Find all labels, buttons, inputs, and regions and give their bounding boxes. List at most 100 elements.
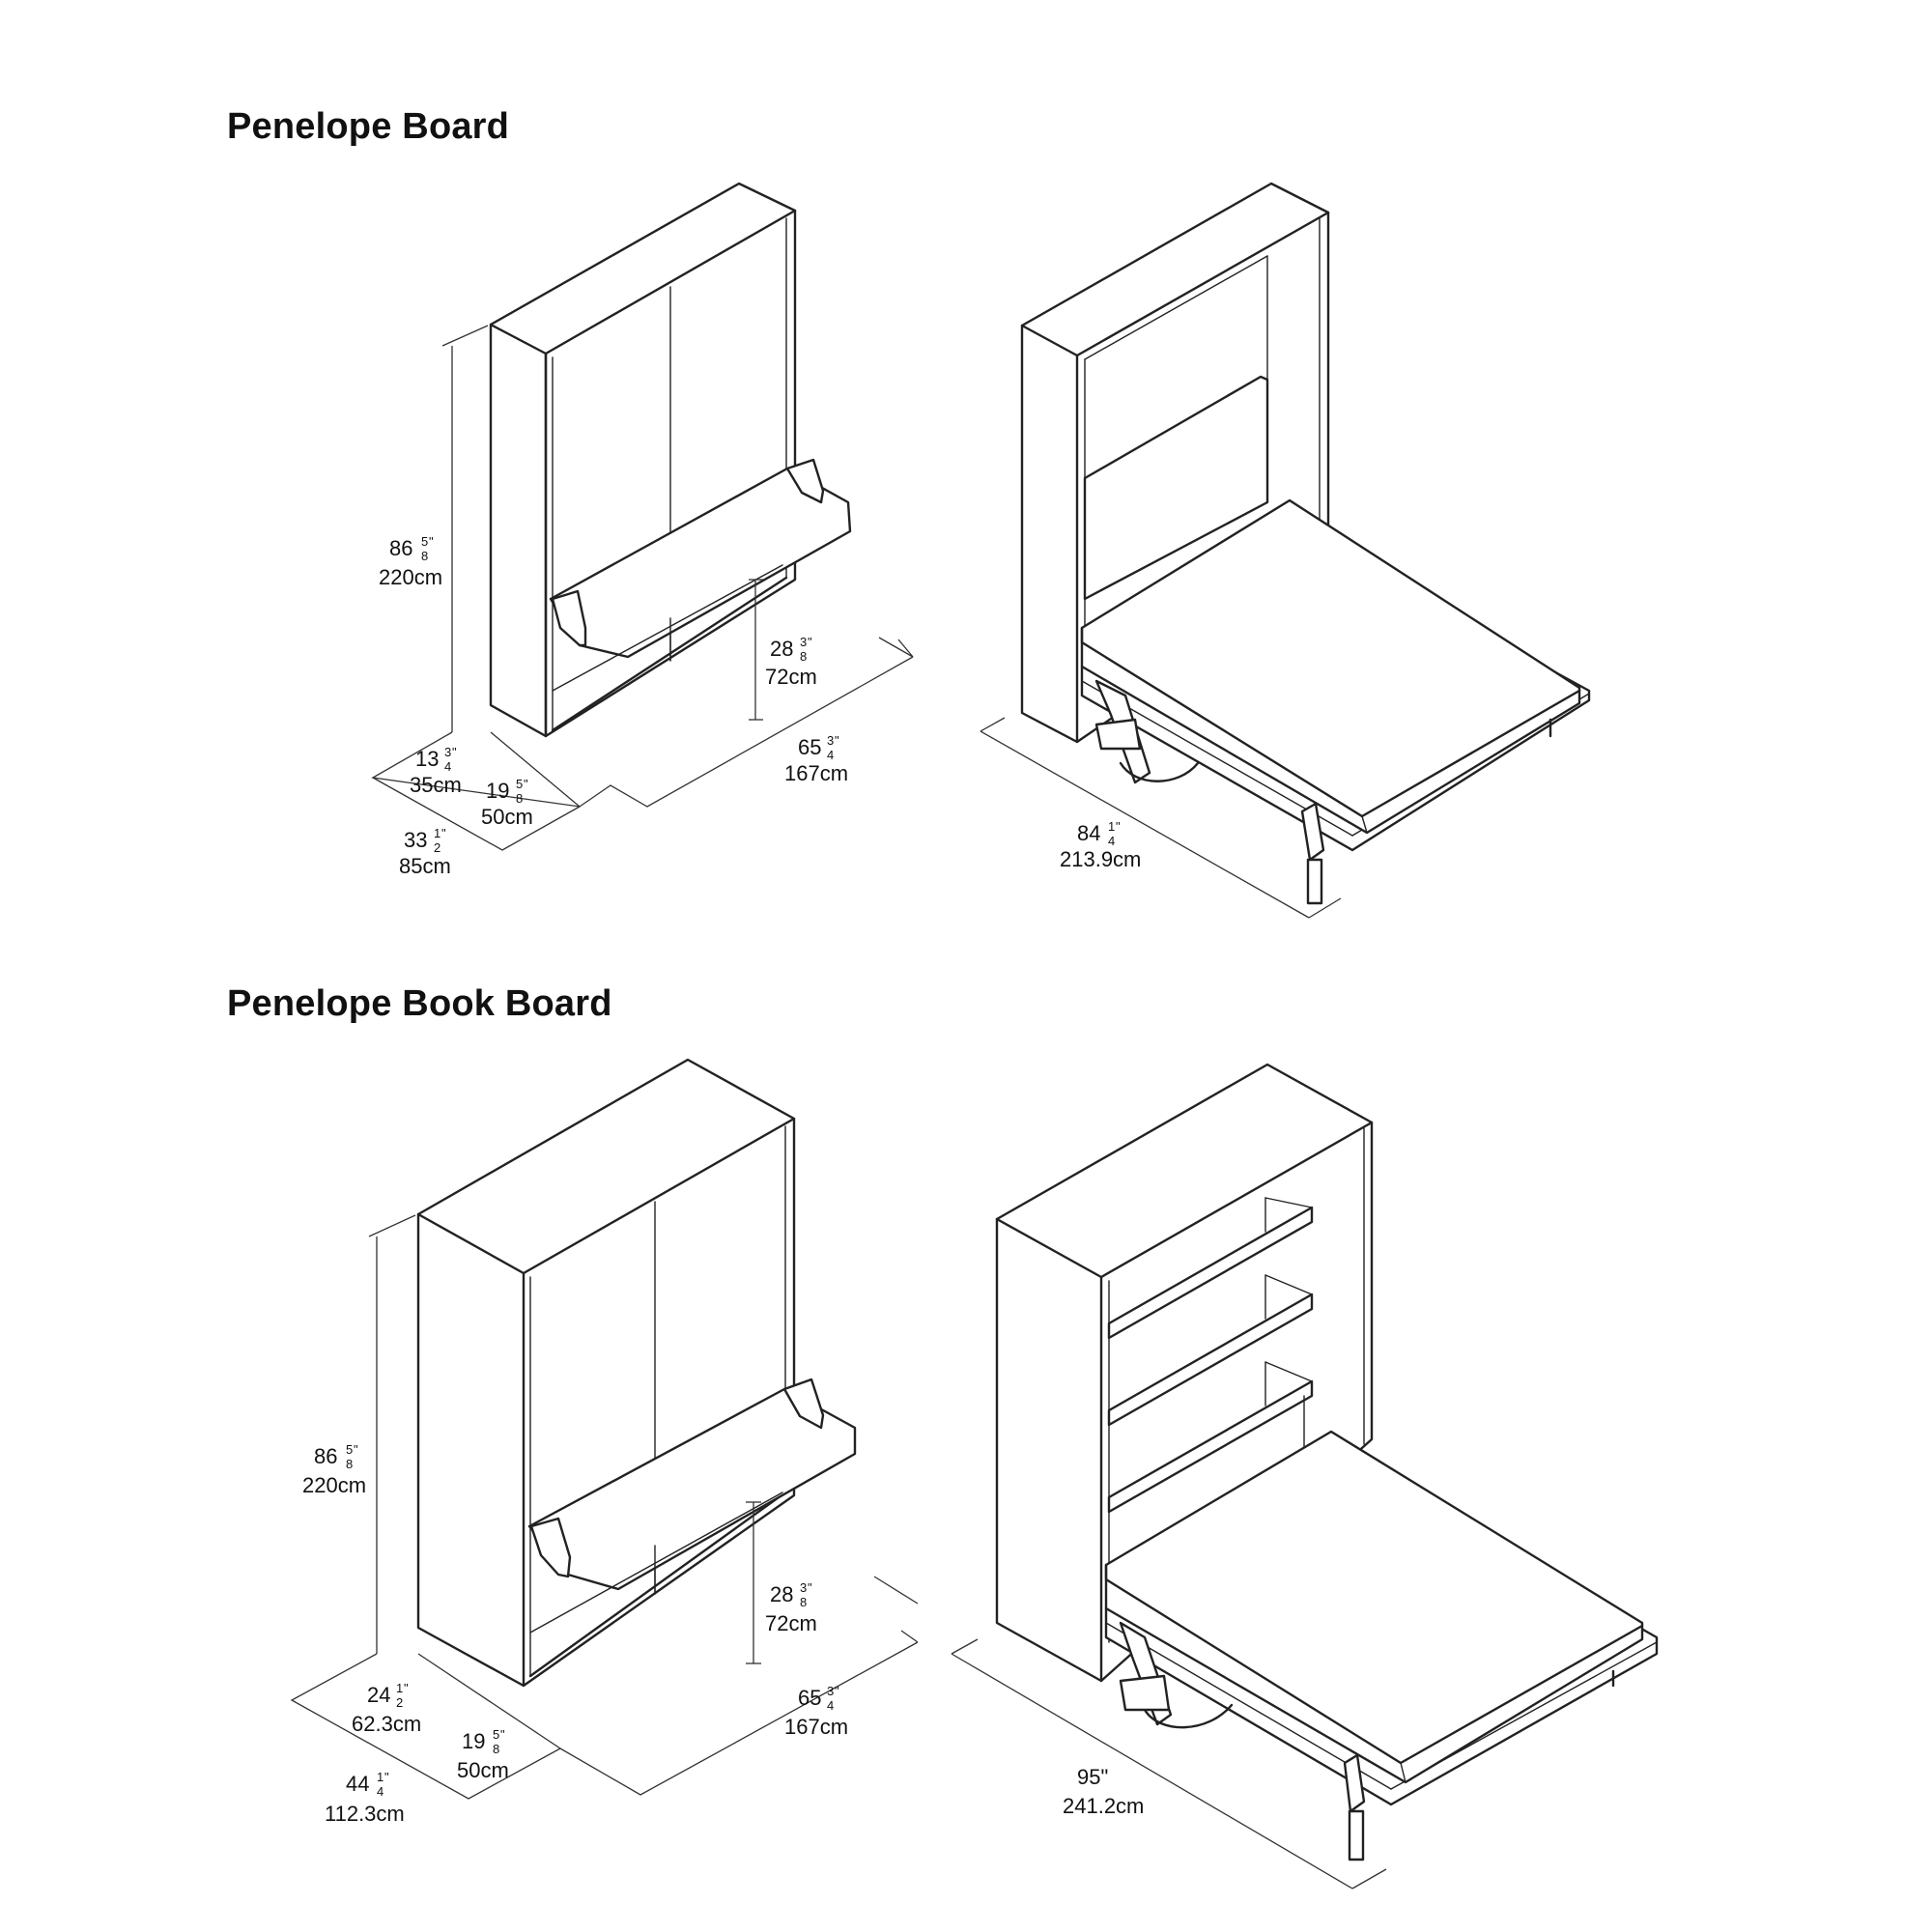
svg-text:": " — [1116, 819, 1121, 834]
svg-text:3: 3 — [800, 635, 807, 649]
svg-text:65: 65 — [798, 735, 821, 759]
svg-text:167cm: 167cm — [784, 1715, 848, 1739]
dim-width: 65 3 4 " 167cm — [784, 733, 848, 785]
section-title-penelope-board: Penelope Board — [227, 106, 510, 147]
svg-text:19: 19 — [486, 779, 509, 803]
svg-text:5: 5 — [516, 777, 523, 791]
bed-mechanism-plate — [1094, 718, 1142, 751]
cabinet-body — [416, 1058, 796, 1688]
svg-text:50cm: 50cm — [481, 805, 533, 829]
svg-text:": " — [404, 1681, 409, 1695]
svg-text:8: 8 — [800, 1595, 807, 1609]
dim-desk-depth: 19 5 8 " 50cm — [457, 1727, 509, 1782]
svg-text:220cm: 220cm — [302, 1473, 366, 1497]
dim-depth-closed: 24 1 2 " 62.3cm — [352, 1681, 421, 1736]
svg-text:5: 5 — [346, 1442, 353, 1457]
bed-leg-foot — [1306, 858, 1323, 905]
svg-text:28: 28 — [770, 637, 793, 661]
bed-leg-foot — [1348, 1809, 1365, 1861]
bed-mechanism-plate — [1119, 1674, 1171, 1712]
svg-text:": " — [384, 1770, 389, 1784]
dim-depth-total: 44 1 4 " 112.3cm — [325, 1770, 405, 1826]
svg-text:50cm: 50cm — [457, 1758, 509, 1782]
desk-bracket — [529, 1517, 572, 1578]
cabinet-body — [489, 182, 797, 738]
svg-text:24: 24 — [367, 1683, 390, 1707]
svg-text:": " — [524, 777, 528, 791]
dim-depth-total: 33 1 2 " 85cm — [399, 826, 451, 878]
bed-leg — [1300, 802, 1325, 862]
svg-text:84: 84 — [1077, 821, 1100, 845]
svg-text:5: 5 — [493, 1727, 499, 1742]
svg-text:28: 28 — [770, 1582, 793, 1606]
svg-text:3: 3 — [800, 1580, 807, 1595]
svg-text:35cm: 35cm — [410, 773, 462, 797]
dim-depth-closed: 13 3 4 " 35cm — [410, 745, 462, 797]
svg-text:4: 4 — [377, 1784, 384, 1799]
svg-text:": " — [452, 745, 457, 759]
dim-open-length: 95" 241.2cm — [1063, 1765, 1144, 1818]
svg-text:1: 1 — [434, 826, 440, 840]
svg-text:220cm: 220cm — [379, 565, 442, 589]
svg-text:72cm: 72cm — [765, 1611, 817, 1635]
svg-text:": " — [500, 1727, 505, 1742]
dim-desk-depth: 19 5 8 " 50cm — [481, 777, 533, 829]
svg-text:13: 13 — [415, 747, 439, 771]
svg-text:86: 86 — [314, 1444, 337, 1468]
svg-text:33: 33 — [404, 828, 427, 852]
svg-text:8: 8 — [493, 1742, 499, 1756]
svg-text:3: 3 — [827, 1684, 834, 1698]
mattress — [1080, 498, 1581, 835]
svg-text:": " — [354, 1442, 358, 1457]
svg-text:8: 8 — [800, 649, 807, 664]
svg-text:4: 4 — [444, 759, 451, 774]
svg-text:1: 1 — [396, 1681, 403, 1695]
desk-bracket — [785, 458, 825, 504]
dim-height: 86 5 8 " 220cm — [379, 534, 442, 589]
svg-text:44: 44 — [346, 1772, 369, 1796]
penelope-book-board-open-view — [951, 1063, 1659, 1889]
svg-text:1: 1 — [377, 1770, 384, 1784]
svg-text:3: 3 — [444, 745, 451, 759]
svg-text:65: 65 — [798, 1686, 821, 1710]
svg-text:5: 5 — [421, 534, 428, 549]
svg-text:": " — [808, 1580, 812, 1595]
svg-text:112.3cm: 112.3cm — [325, 1802, 405, 1826]
svg-text:167cm: 167cm — [784, 761, 848, 785]
svg-text:95": 95" — [1077, 1765, 1108, 1789]
dim-height: 86 5 8 " 220cm — [302, 1442, 366, 1497]
svg-text:86: 86 — [389, 536, 412, 560]
dim-desk-height: 28 3 8 " 72cm — [765, 635, 817, 689]
desk-bracket — [782, 1378, 825, 1430]
svg-text:": " — [441, 826, 446, 840]
headboard-panel — [1083, 375, 1269, 601]
svg-text:4: 4 — [1108, 834, 1115, 848]
svg-text:19: 19 — [462, 1729, 485, 1753]
svg-text:62.3cm: 62.3cm — [352, 1712, 421, 1736]
mattress — [1104, 1430, 1644, 1784]
svg-text:8: 8 — [516, 791, 523, 806]
svg-text:8: 8 — [421, 549, 428, 563]
svg-text:72cm: 72cm — [765, 665, 817, 689]
dim-width: 65 3 4 " 167cm — [784, 1684, 848, 1739]
svg-text:2: 2 — [434, 840, 440, 855]
penelope-board-open-view — [980, 182, 1591, 919]
penelope-board-closed-view — [371, 182, 914, 851]
svg-text:": " — [835, 1684, 839, 1698]
desk-bracket — [551, 589, 587, 647]
bed-leg — [1343, 1753, 1366, 1813]
svg-text:3: 3 — [827, 733, 834, 748]
svg-text:4: 4 — [827, 1698, 834, 1713]
dim-desk-height: 28 3 8 " 72cm — [765, 1580, 817, 1635]
penelope-book-board-closed-view — [290, 1058, 919, 1800]
svg-text:4: 4 — [827, 748, 834, 762]
svg-text:": " — [808, 635, 812, 649]
svg-text:": " — [835, 733, 839, 748]
section-title-penelope-book-board: Penelope Book Board — [227, 983, 612, 1024]
dim-open-length: 84 1 4 " 213.9cm — [1060, 819, 1141, 871]
svg-text:85cm: 85cm — [399, 854, 451, 878]
bookshelf — [1107, 1197, 1314, 1585]
svg-text:213.9cm: 213.9cm — [1060, 847, 1141, 871]
svg-text:2: 2 — [396, 1695, 403, 1710]
